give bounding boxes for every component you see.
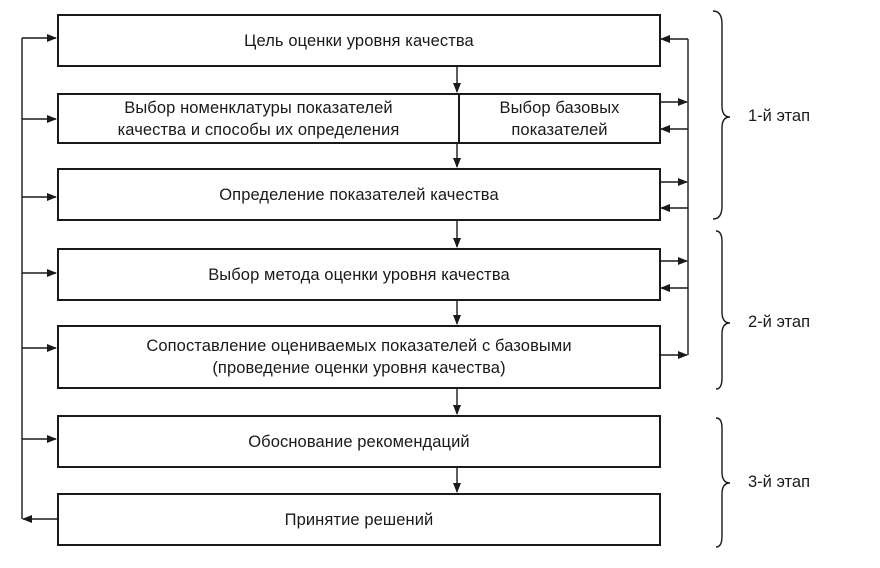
box-compare-line1: Сопоставление оцениваемых показателей с … bbox=[146, 337, 572, 355]
stage-2-label: 2-й этап bbox=[748, 313, 811, 331]
box-nomenclature-line1: Выбор номенклатуры показателей bbox=[124, 98, 393, 117]
box-nomenclature-group: Выбор номенклатуры показателей качества … bbox=[57, 93, 661, 144]
stage-1-label: 1-й этап bbox=[748, 107, 811, 125]
box-justify: Обоснование рекомендаций bbox=[57, 415, 661, 468]
box-goal-label: Цель оценки уровня качества bbox=[244, 31, 474, 50]
box-base-indicators-line1: Выбор базовых bbox=[499, 98, 620, 117]
stage-3-label: 3-й этап bbox=[748, 473, 811, 491]
box-justify-label: Обоснование рекомендаций bbox=[248, 432, 470, 451]
box-compare-line2: (проведение оценки уровня качества) bbox=[212, 359, 506, 377]
box-compare: Сопоставление оцениваемых показателей с … bbox=[57, 325, 661, 389]
box-decision-label: Принятие решений bbox=[284, 510, 434, 529]
box-determine-indicators-label: Определение показателей качества bbox=[219, 185, 499, 204]
box-nomenclature: Выбор номенклатуры показателей качества … bbox=[59, 95, 460, 142]
stage-1-brace bbox=[712, 10, 731, 220]
box-choose-method-label: Выбор метода оценки уровня качества bbox=[208, 265, 510, 284]
box-nomenclature-line2: качества и способы их определения bbox=[117, 120, 400, 139]
box-base-indicators-line2: показателей bbox=[511, 120, 608, 139]
box-determine-indicators: Определение показателей качества bbox=[57, 168, 661, 221]
box-choose-method: Выбор метода оценки уровня качества bbox=[57, 248, 661, 301]
box-decision: Принятие решений bbox=[57, 493, 661, 546]
stage-2-brace bbox=[715, 230, 731, 390]
box-goal: Цель оценки уровня качества bbox=[57, 14, 661, 67]
box-base-indicators: Выбор базовых показателей bbox=[460, 95, 659, 142]
stage-3-brace bbox=[715, 417, 731, 548]
